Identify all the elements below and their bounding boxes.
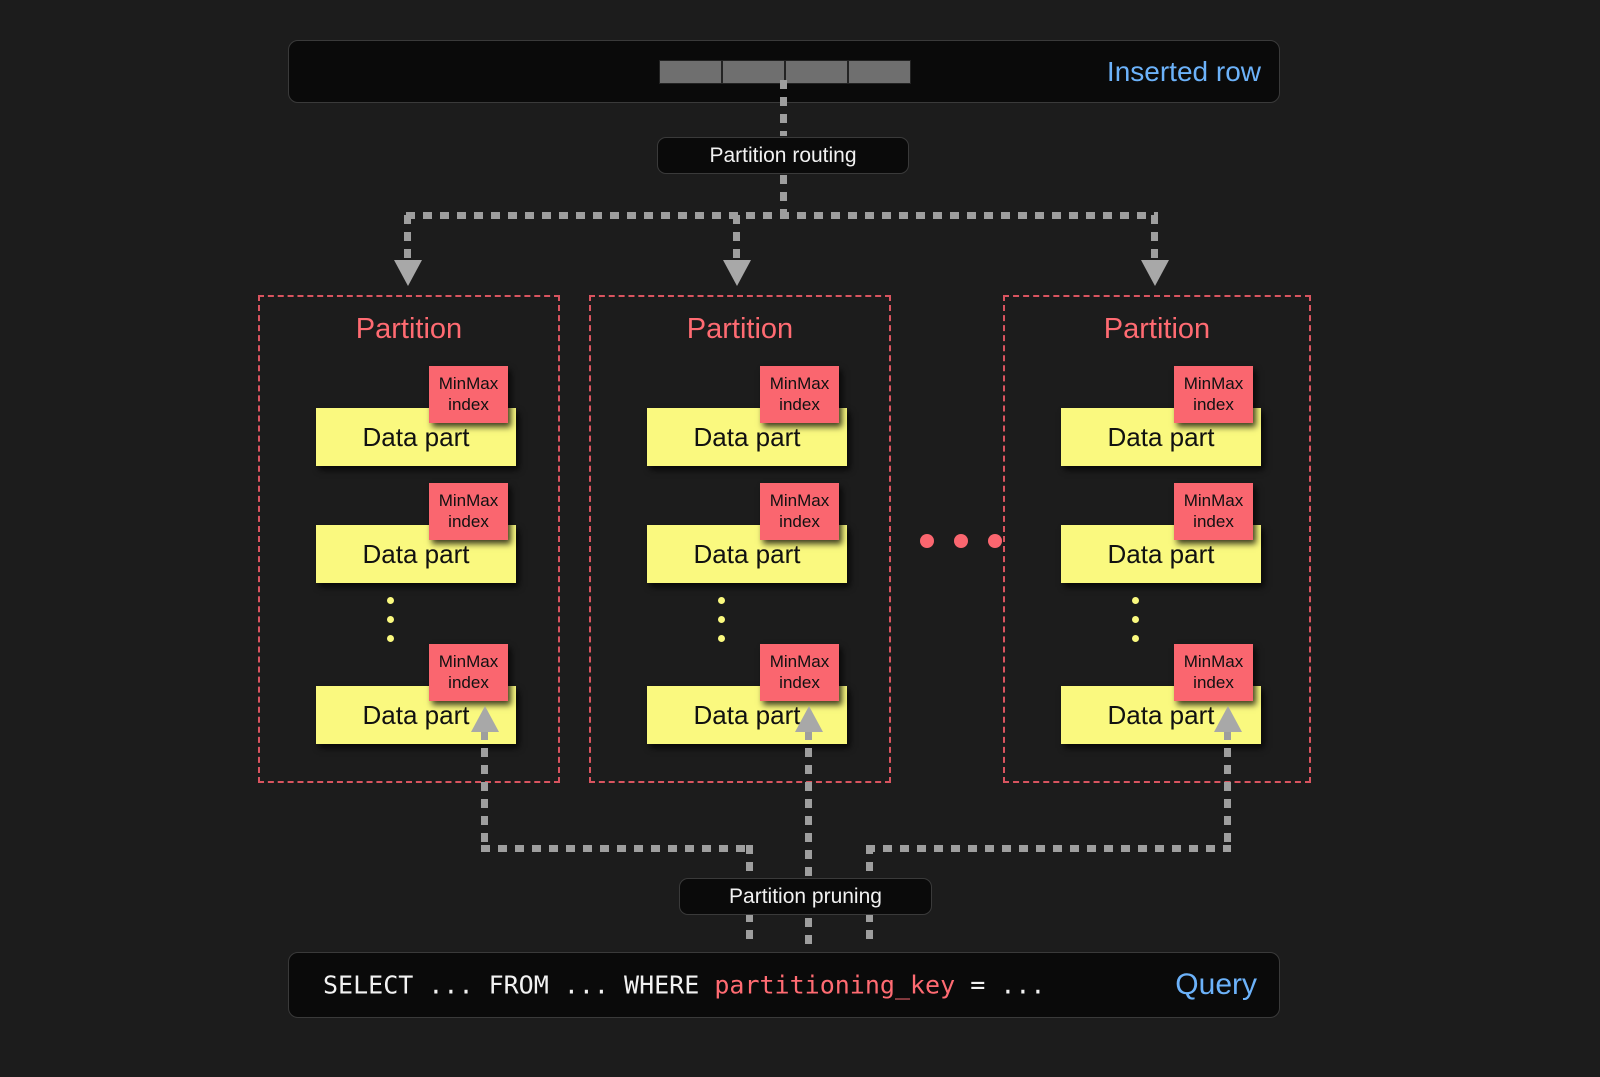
- inserted-row-label: Inserted row: [1106, 55, 1261, 87]
- query-partitioning-key: partitioning_key: [714, 970, 956, 1000]
- routing-drop-2: [733, 215, 740, 263]
- minmax-index-badge: MinMax index: [1174, 366, 1253, 423]
- pruning-riser-3: [1224, 731, 1231, 848]
- data-part-group: Data part MinMax index: [647, 644, 847, 744]
- pruning-arrowhead-3: [1214, 706, 1242, 732]
- partition-box-2: Partition Data part MinMax index Data pa…: [589, 295, 891, 783]
- minmax-index-line1: MinMax: [438, 374, 499, 394]
- minmax-index-line2: index: [779, 394, 820, 414]
- minmax-index-line2: index: [779, 511, 820, 531]
- row-cell: [848, 60, 911, 84]
- partition-title: Partition: [1103, 313, 1211, 345]
- partition-pruning-label: Partition pruning: [729, 884, 882, 908]
- ellipsis-dot: [387, 597, 394, 604]
- minmax-index-line1: MinMax: [1183, 374, 1244, 394]
- routing-drop-3: [1151, 215, 1158, 263]
- inserted-row-panel: Inserted row: [288, 40, 1280, 103]
- minmax-index-line1: MinMax: [1183, 491, 1244, 511]
- partition-title: Partition: [686, 313, 794, 345]
- data-part: Data part: [1061, 525, 1261, 583]
- minmax-index-line2: index: [1193, 394, 1234, 414]
- partition-box-3: Partition Data part MinMax index Data pa…: [1003, 295, 1311, 783]
- row-cell: [785, 60, 848, 84]
- minmax-index-line2: index: [448, 511, 489, 531]
- ellipsis-dot: [1132, 635, 1139, 642]
- minmax-index-badge: MinMax index: [760, 644, 839, 701]
- partition-routing-label: Partition routing: [709, 143, 857, 167]
- partition-routing-box: Partition routing: [657, 137, 909, 174]
- minmax-index-line1: MinMax: [769, 652, 830, 672]
- minmax-index-line1: MinMax: [438, 652, 499, 672]
- data-part-group: Data part MinMax index: [1061, 483, 1261, 583]
- minmax-index-line1: MinMax: [1183, 652, 1244, 672]
- minmax-index-line2: index: [779, 672, 820, 692]
- minmax-index-badge: MinMax index: [760, 366, 839, 423]
- data-part-group: Data part MinMax index: [647, 483, 847, 583]
- routing-arrowhead-3: [1141, 260, 1169, 286]
- ellipsis-dot: [920, 534, 934, 548]
- routing-arrowhead-2: [723, 260, 751, 286]
- row-cell: [722, 60, 785, 84]
- routing-bus-line: [406, 212, 1158, 219]
- query-panel: SELECT ... FROM ... WHERE partitioning_k…: [288, 952, 1280, 1018]
- minmax-index-badge: MinMax index: [429, 366, 508, 423]
- partition-title: Partition: [355, 313, 463, 345]
- query-sql-text: SELECT ... FROM ... WHERE partitioning_k…: [323, 971, 1045, 1000]
- routing-arrowhead-1: [394, 260, 422, 286]
- pruning-arrowhead-2: [795, 706, 823, 732]
- pruning-gather-line-left: [481, 845, 753, 852]
- inserted-row-cells: [659, 60, 911, 84]
- query-label: Query: [1175, 968, 1257, 1001]
- pruning-riser-1: [481, 731, 488, 848]
- routing-drop-1: [404, 215, 411, 263]
- data-part-group: Data part MinMax index: [1061, 366, 1261, 466]
- query-prefix: SELECT ... FROM ... WHERE: [323, 970, 715, 1000]
- query-suffix: = ...: [955, 970, 1046, 1000]
- minmax-index-badge: MinMax index: [1174, 644, 1253, 701]
- minmax-index-line1: MinMax: [438, 491, 499, 511]
- ellipsis-dot: [718, 616, 725, 623]
- pruning-gather-line-right: [866, 845, 1231, 852]
- minmax-index-line2: index: [448, 672, 489, 692]
- ellipsis-dot: [954, 534, 968, 548]
- pruning-arrowhead-1: [471, 706, 499, 732]
- ellipsis-dot: [387, 635, 394, 642]
- minmax-index-line2: index: [1193, 672, 1234, 692]
- connector-row-to-routing: [780, 80, 787, 136]
- minmax-index-line2: index: [448, 394, 489, 414]
- ellipsis-dot: [387, 616, 394, 623]
- ellipsis-dot: [988, 534, 1002, 548]
- ellipsis-dot: [1132, 616, 1139, 623]
- data-part-group: Data part MinMax index: [316, 483, 516, 583]
- minmax-index-badge: MinMax index: [429, 644, 508, 701]
- row-cell: [659, 60, 722, 84]
- minmax-index-badge: MinMax index: [429, 483, 508, 540]
- partitions-ellipsis: [920, 534, 1002, 548]
- minmax-index-line1: MinMax: [769, 491, 830, 511]
- ellipsis-dot: [718, 597, 725, 604]
- data-part-group: Data part MinMax index: [316, 366, 516, 466]
- data-parts-ellipsis: [1132, 597, 1139, 642]
- ellipsis-dot: [718, 635, 725, 642]
- minmax-index-line1: MinMax: [769, 374, 830, 394]
- data-parts-ellipsis: [718, 597, 725, 642]
- partition-pruning-box: Partition pruning: [679, 878, 932, 915]
- connector-routing-to-bus: [780, 175, 787, 215]
- pruning-riser-2: [805, 731, 812, 944]
- ellipsis-dot: [1132, 597, 1139, 604]
- data-parts-ellipsis: [387, 597, 394, 642]
- minmax-index-line2: index: [1193, 511, 1234, 531]
- minmax-index-badge: MinMax index: [760, 483, 839, 540]
- minmax-index-badge: MinMax index: [1174, 483, 1253, 540]
- partition-box-1: Partition Data part MinMax index Data pa…: [258, 295, 560, 783]
- data-part-group: Data part MinMax index: [647, 366, 847, 466]
